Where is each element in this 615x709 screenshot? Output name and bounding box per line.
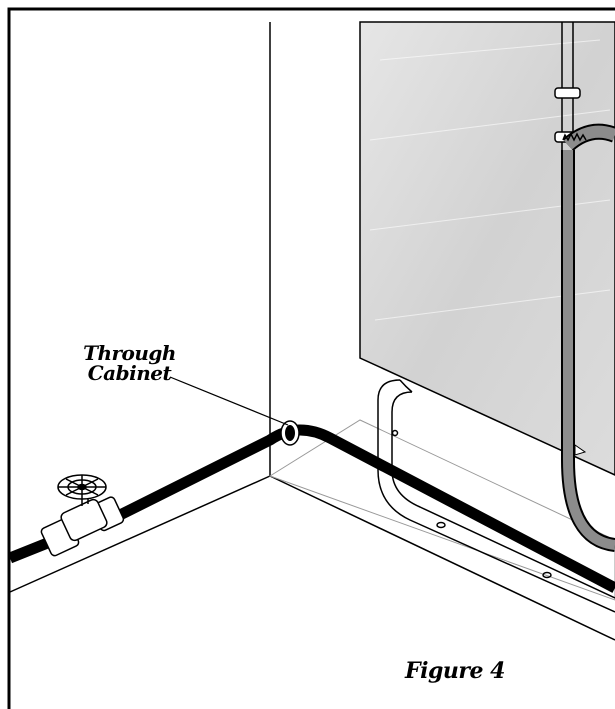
- cabinet-panel: [268, 21, 615, 601]
- room-outline: [9, 22, 615, 641]
- through-cabinet-callout: Through Cabinet: [72, 343, 187, 383]
- shutoff-valve: [40, 474, 125, 557]
- callout-line-1: Through: [83, 341, 176, 365]
- callout-line-2: Cabinet: [87, 361, 172, 385]
- figure-caption: Figure 4: [405, 658, 505, 684]
- callout-leader-line: [169, 376, 289, 426]
- through-cabinet-grommet: [280, 420, 300, 446]
- drain-hose: [561, 123, 615, 552]
